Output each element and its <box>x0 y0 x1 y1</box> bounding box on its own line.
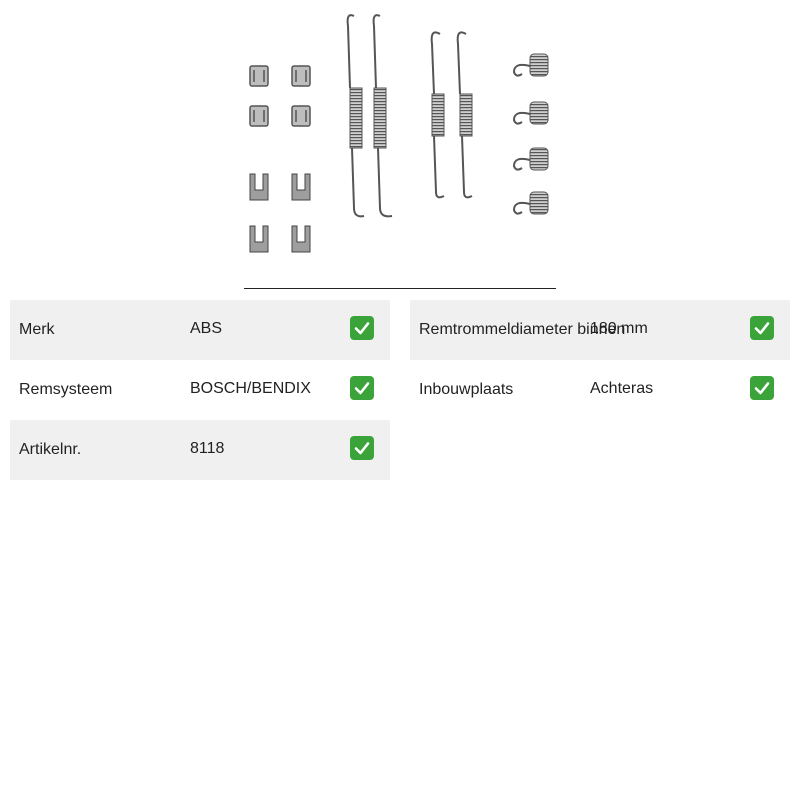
spec-value: BOSCH/BENDIX <box>190 380 311 397</box>
check-mark-icon <box>750 316 774 340</box>
spec-row-artikelnr: Artikelnr. 8118 <box>10 420 390 480</box>
spec-label: Remsysteem <box>19 381 113 398</box>
spec-row-inbouwplaats: Inbouwplaats Achteras <box>410 360 790 420</box>
spec-value: 180 mm <box>590 320 648 337</box>
medium-spring-icon <box>430 31 473 199</box>
u-clip-icon <box>249 173 311 253</box>
check-mark-icon <box>350 436 374 460</box>
long-spring-icon <box>346 14 393 218</box>
spec-row-merk: Merk ABS <box>10 300 390 360</box>
hook-spring-icon <box>512 53 549 215</box>
check-mark-icon <box>750 376 774 400</box>
check-mark-icon <box>350 316 374 340</box>
check-mark-icon <box>350 376 374 400</box>
divider <box>244 288 556 289</box>
spec-value: 8118 <box>190 440 225 457</box>
spec-table-right: Remtrommeldiameter binnen 180 mm Inbouwp… <box>410 300 790 420</box>
spec-row-remsysteem: Remsysteem BOSCH/BENDIX <box>10 360 390 420</box>
retainer-clip-icon <box>249 65 311 127</box>
product-image <box>249 14 549 253</box>
spec-label: Inbouwplaats <box>419 381 514 398</box>
spec-value: ABS <box>190 320 223 337</box>
spec-table-left: Merk ABS Remsysteem BOSCH/BENDIX Artikel… <box>10 300 390 480</box>
spec-value: Achteras <box>590 380 654 397</box>
spec-label: Merk <box>19 321 55 338</box>
spec-label: Artikelnr. <box>19 441 82 458</box>
spec-row-remtrommeldiameter: Remtrommeldiameter binnen 180 mm <box>410 300 790 360</box>
spec-label: Remtrommeldiameter binnen <box>419 321 626 338</box>
